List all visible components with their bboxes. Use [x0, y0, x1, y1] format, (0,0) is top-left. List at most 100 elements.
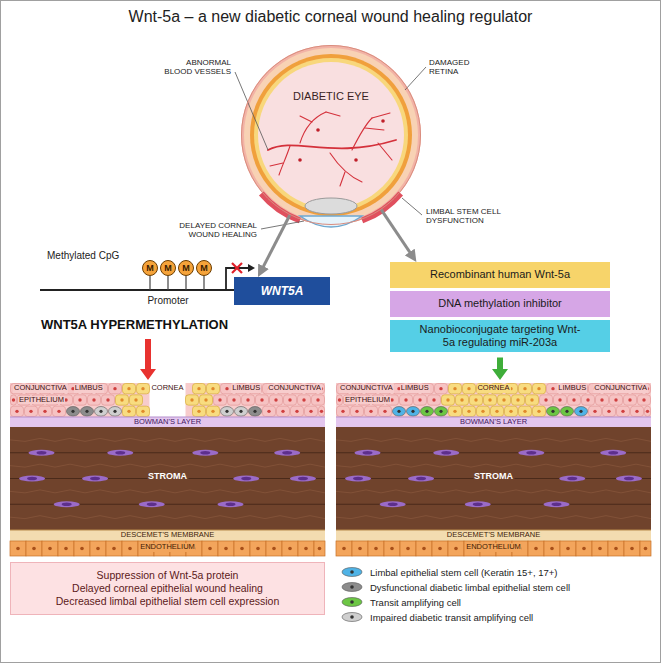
epithelial-cell	[228, 395, 241, 405]
leader-line	[405, 67, 426, 90]
endothelial-cell	[416, 541, 432, 556]
methyl-group: M	[178, 260, 194, 276]
cell-nucleus	[113, 410, 116, 413]
stem-cell	[575, 407, 588, 417]
cell-nucleus	[551, 410, 554, 413]
cell-nucleus	[274, 398, 277, 401]
keratocyte	[559, 476, 585, 482]
transit-amplifying-cell	[435, 407, 448, 417]
epithelial-cell	[428, 395, 441, 405]
cell-nucleus	[467, 387, 470, 390]
corneal-epithelial-cell	[200, 395, 213, 405]
gene-box: WNT5A	[234, 277, 330, 305]
endothelial-cell	[74, 541, 90, 556]
cell-nucleus	[204, 398, 207, 401]
keratocyte	[29, 450, 55, 456]
endothelial-cell	[592, 541, 608, 556]
cell-nucleus	[422, 547, 426, 551]
layer-label: EPITHELIUM	[18, 396, 65, 405]
corneal-epithelial-cell	[463, 384, 476, 394]
gene-label: WNT5A HYPERMETHYLATION	[40, 318, 229, 333]
stem-cell	[249, 407, 262, 417]
cell-nucleus	[642, 398, 645, 401]
keratocyte-nucleus	[27, 477, 37, 481]
layer-label: CONJUNCTIVA	[13, 384, 68, 393]
cell-nucleus	[600, 398, 603, 401]
cell-nucleus	[43, 410, 46, 413]
keratocyte	[54, 501, 80, 507]
epithelial-cell	[11, 395, 17, 405]
eye-outline	[241, 45, 421, 225]
legend-cell-nucleus	[350, 615, 354, 619]
outcome-box: Suppression of Wnt-5a proteinDelayed cor…	[10, 562, 325, 615]
eye-illustration	[241, 45, 421, 227]
endothelial-cell	[218, 541, 234, 556]
epithelium-band	[10, 383, 325, 417]
eye-layer	[258, 62, 404, 208]
cell-nucleus	[260, 398, 263, 401]
corneal-epithelial-cell	[526, 395, 539, 405]
cell-nucleus	[516, 398, 519, 401]
keratocyte	[345, 476, 371, 482]
endothelial-cell	[384, 541, 400, 556]
keratocyte-nucleus	[552, 502, 562, 506]
endothelial-cell	[234, 541, 250, 556]
legend-cell	[342, 583, 362, 592]
cell-nucleus	[488, 398, 491, 401]
legend-cell	[342, 568, 362, 577]
keratocyte-nucleus	[441, 451, 451, 455]
cell-nucleus	[635, 410, 638, 413]
epithelial-cell	[596, 395, 609, 405]
lens	[305, 198, 357, 214]
layer-label: CONJUNCTIVA	[267, 384, 322, 393]
keratocyte-nucleus	[567, 477, 577, 481]
title: Wnt-5a – a new diabetic corneal wound he…	[0, 8, 661, 26]
cell-nucleus	[474, 398, 477, 401]
blood-vessels	[268, 112, 396, 186]
blood-vessel	[268, 140, 396, 150]
layer-label: CONJUNCTIVA	[339, 384, 394, 393]
cell-nucleus	[304, 547, 308, 551]
blood-vessel	[365, 128, 384, 130]
corneal-epithelial-cell	[512, 395, 525, 405]
blood-vessel	[279, 146, 290, 175]
cell-nucleus	[406, 547, 410, 551]
cell-nucleus	[593, 410, 596, 413]
cell-nucleus	[582, 547, 586, 551]
node-text: M	[200, 264, 208, 273]
epithelial-cell	[284, 395, 297, 405]
collagen-fiber	[336, 516, 651, 519]
cell-nucleus	[16, 547, 20, 551]
corneal-epithelial-cell	[519, 406, 532, 416]
cell-nucleus	[644, 547, 648, 551]
treatment-box: DNA methylation inhibitor	[390, 291, 610, 317]
epithelial-cell	[291, 406, 304, 416]
epithelial-cell	[337, 395, 343, 405]
cell-nucleus	[397, 410, 400, 413]
cell-nucleus	[614, 547, 618, 551]
keratocyte-nucleus	[282, 451, 292, 455]
keratocyte	[355, 450, 381, 456]
legend-item: Dysfunctional diabetic limbal epithelial…	[340, 581, 570, 593]
legend-cell-nucleus	[350, 585, 354, 589]
methyl-stem	[185, 276, 186, 290]
cell-nucleus	[454, 547, 458, 551]
epithelial-cell	[270, 395, 283, 405]
cell-nucleus	[607, 410, 610, 413]
layer-label: LIMBUS	[557, 384, 587, 393]
cell-nucleus	[225, 387, 228, 390]
cell-nucleus	[550, 547, 554, 551]
corneal-epithelial-cell	[519, 384, 532, 394]
legend-swatch	[340, 566, 364, 578]
outcome-arrow	[140, 339, 156, 380]
keratocyte	[518, 450, 544, 456]
transit-amplifying-cell	[235, 407, 248, 417]
microaneurysm	[316, 128, 320, 132]
corneal-epithelial-cell	[533, 406, 546, 416]
cell-nucleus	[358, 547, 362, 551]
node-text: Recombinant human Wnt-5a	[430, 268, 570, 281]
keratocyte-nucleus	[416, 477, 426, 481]
transit-amplifying-cell	[221, 407, 234, 417]
legend-cell	[342, 613, 362, 622]
